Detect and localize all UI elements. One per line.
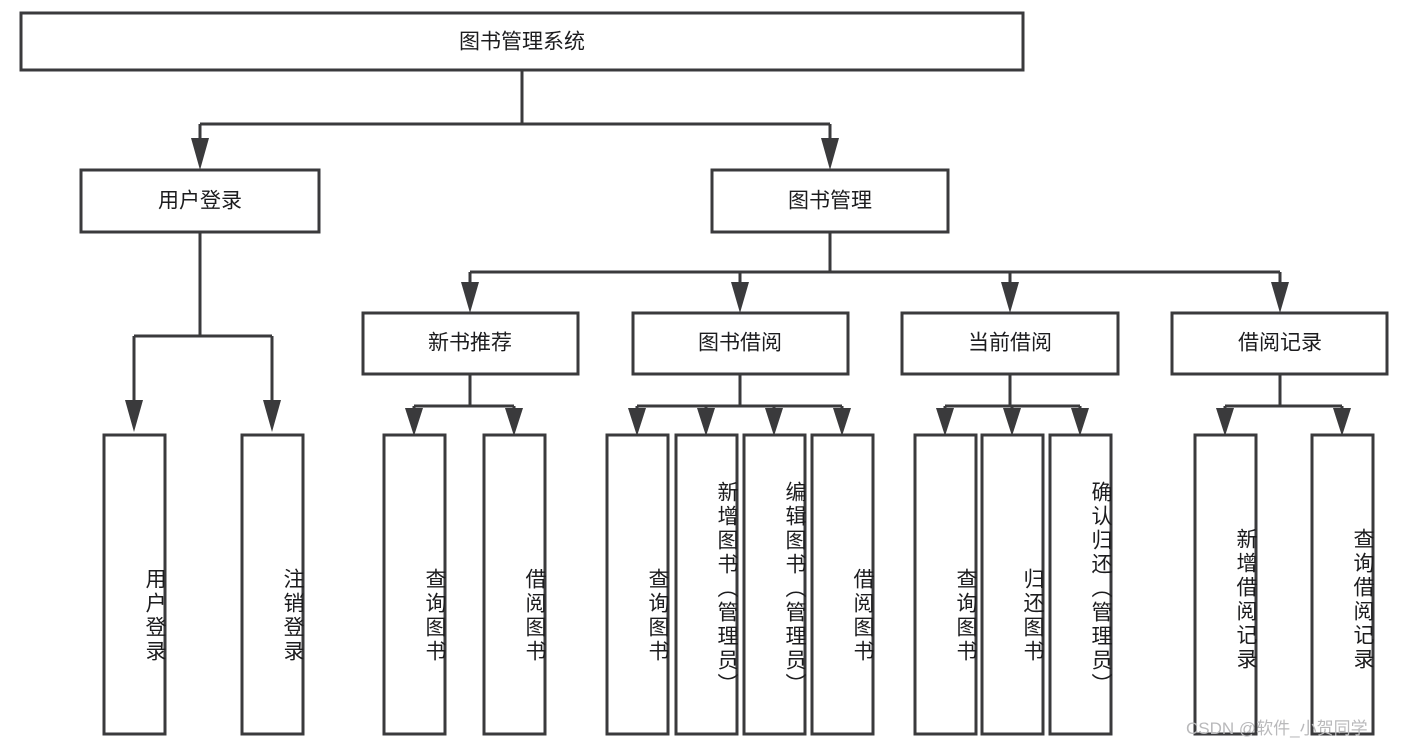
node-user-login[interactable] [79, 168, 321, 234]
arrow-to-leaf-query-book-2 [628, 408, 646, 436]
arrow-to-leaf-add-record [1216, 408, 1234, 436]
arrow-to-book-borrow [731, 282, 749, 313]
node-leaf-add-book[interactable] [674, 433, 739, 736]
connector-layer [125, 70, 1351, 436]
arrow-to-book-manage [821, 138, 839, 170]
arrow-to-leaf-borrow-book-2 [833, 408, 851, 436]
node-new-book-recommend-label: 新书推荐 [428, 332, 512, 355]
node-leaf-logout-login[interactable] [240, 433, 305, 736]
arrow-to-leaf-logout-login [263, 400, 281, 432]
node-leaf-borrow-book-2[interactable] [810, 433, 875, 736]
node-leaf-query-book-1[interactable] [382, 433, 447, 736]
node-leaf-user-login[interactable] [102, 433, 167, 736]
node-borrow-record[interactable] [1170, 311, 1389, 376]
csdn-watermark: CSDN @软件_小贺同学 [1186, 719, 1368, 738]
node-book-manage[interactable] [710, 168, 950, 234]
node-current-borrow[interactable] [900, 311, 1120, 376]
arrow-to-leaf-confirm-return [1071, 408, 1089, 436]
node-root[interactable] [19, 11, 1025, 72]
node-leaf-query-book-3[interactable] [913, 433, 978, 736]
node-layer: 图书管理系统 用户登录 图书管理 新书推荐 图书借阅 当前借阅 借阅记录 [19, 11, 1389, 736]
node-leaf-query-record[interactable] [1310, 433, 1375, 736]
arrow-to-leaf-return-book [1003, 408, 1021, 436]
node-leaf-borrow-book-1[interactable] [482, 433, 547, 736]
node-root-label: 图书管理系统 [459, 31, 585, 54]
arrow-to-user-login [191, 138, 209, 170]
arrow-to-leaf-borrow-book-1 [505, 408, 523, 436]
node-new-book-recommend[interactable] [361, 311, 580, 376]
node-leaf-query-book-2[interactable] [605, 433, 670, 736]
node-leaf-edit-book[interactable] [742, 433, 807, 736]
node-leaf-return-book[interactable] [980, 433, 1045, 736]
arrow-to-leaf-query-book-1 [405, 408, 423, 436]
arrow-to-current-borrow [1001, 282, 1019, 313]
node-book-borrow[interactable] [631, 311, 850, 376]
arrow-to-leaf-add-book [697, 408, 715, 436]
node-book-borrow-label: 图书借阅 [698, 332, 782, 355]
arrow-to-leaf-user-login [125, 400, 143, 432]
arrow-to-borrow-record [1271, 282, 1289, 313]
node-user-login-label: 用户登录 [158, 190, 242, 213]
node-borrow-record-label: 借阅记录 [1238, 332, 1322, 355]
arrow-to-new-book-recommend [461, 282, 479, 313]
node-book-manage-label: 图书管理 [788, 190, 872, 213]
arrow-to-leaf-query-record [1333, 408, 1351, 436]
node-leaf-confirm-return[interactable] [1048, 433, 1113, 736]
node-current-borrow-label: 当前借阅 [968, 332, 1052, 355]
arrow-to-leaf-edit-book [765, 408, 783, 436]
node-leaf-add-record[interactable] [1193, 433, 1258, 736]
arrow-to-leaf-query-book-3 [936, 408, 954, 436]
